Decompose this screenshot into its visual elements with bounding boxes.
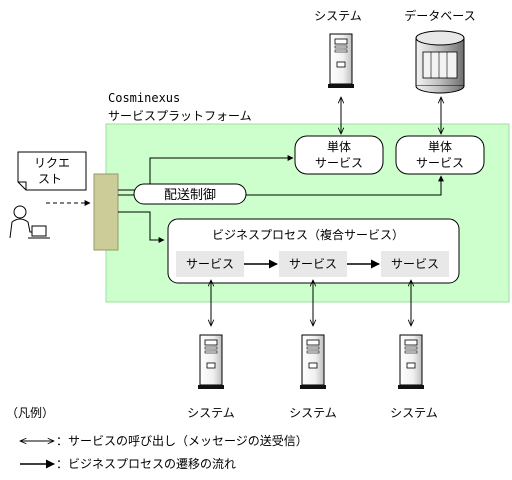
bottom-system-3-label: システム bbox=[390, 406, 438, 420]
top-system-label: システム bbox=[314, 9, 362, 23]
legend-title: （凡例） bbox=[6, 406, 54, 420]
legend-transition-text: ：ビジネスプロセスの遷移の流れ bbox=[56, 457, 236, 471]
request-line2: スト bbox=[38, 172, 62, 186]
business-process-title: ビジネスプロセス（複合サービス） bbox=[212, 227, 404, 242]
legend-call-text: ：サービスの呼び出し（メッセージの送受信） bbox=[56, 433, 308, 448]
delivery-control-pill bbox=[133, 183, 247, 205]
platform-product-name: Cosminexus bbox=[108, 91, 180, 105]
bottom-server-icon-1 bbox=[197, 334, 225, 390]
single-service-2 bbox=[395, 135, 485, 175]
bottom-server-icon-3 bbox=[397, 334, 425, 390]
gateway-bar bbox=[93, 173, 119, 251]
database-label: データベース bbox=[404, 8, 475, 23]
flow-to-business-process bbox=[118, 211, 165, 243]
top-server-icon bbox=[327, 33, 355, 89]
request-note bbox=[17, 151, 87, 191]
single-service-1 bbox=[294, 135, 384, 175]
database-icon bbox=[415, 30, 465, 94]
platform-title: サービスプラットフォーム bbox=[108, 109, 252, 123]
process-service-2 bbox=[279, 251, 347, 277]
bottom-server-icon-2 bbox=[299, 334, 327, 390]
user-icon bbox=[9, 205, 50, 239]
request-line1: リクエ bbox=[34, 156, 70, 170]
bottom-system-1-label: システム bbox=[187, 406, 235, 420]
process-service-3 bbox=[381, 251, 449, 277]
flow-to-single-service-1 bbox=[118, 155, 294, 191]
single-service-1-line1: 単体 bbox=[327, 140, 351, 154]
bottom-system-2-label: システム bbox=[289, 406, 337, 420]
delivery-control-label: 配送制御 bbox=[164, 188, 216, 203]
process-service-3-label: サービス bbox=[391, 257, 439, 271]
process-service-1 bbox=[176, 251, 244, 277]
process-service-1-label: サービス bbox=[186, 257, 234, 271]
process-service-2-label: サービス bbox=[289, 257, 337, 271]
single-service-2-line2: サービス bbox=[416, 156, 464, 170]
single-service-2-line1: 単体 bbox=[428, 140, 452, 154]
single-service-1-line2: サービス bbox=[315, 156, 363, 170]
